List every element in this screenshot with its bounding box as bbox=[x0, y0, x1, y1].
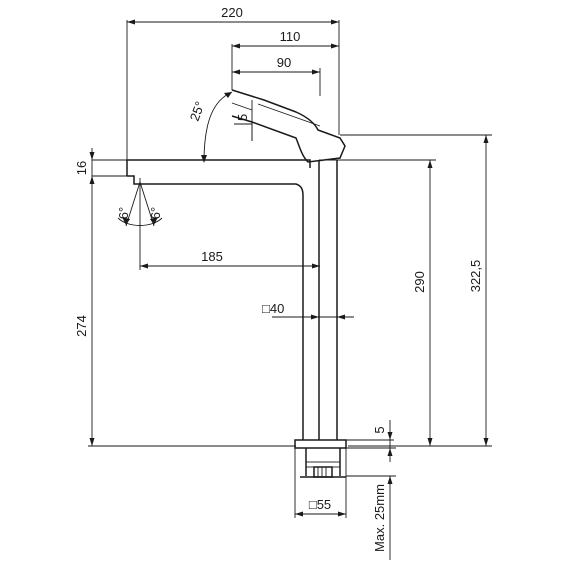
total-height-label: 322,5 bbox=[468, 260, 483, 293]
dimension-spout-thickness: 16 bbox=[74, 148, 127, 190]
dimension-max-deck: Max. 25mm bbox=[346, 447, 396, 560]
dimension-base-square: □55 bbox=[294, 448, 347, 518]
spout-thickness-label: 16 bbox=[74, 161, 89, 175]
handle-offset-label: 90 bbox=[277, 55, 291, 70]
spout bbox=[126, 159, 311, 440]
spout-reach-label: 185 bbox=[201, 249, 223, 264]
dimension-total-height: 322,5 bbox=[340, 134, 492, 447]
dimension-handle-offset: 90 bbox=[232, 55, 321, 96]
outlet-height-label: 274 bbox=[74, 315, 89, 337]
base-gap-label: 5 bbox=[372, 426, 387, 433]
max-deck-label: Max. 25mm bbox=[372, 484, 387, 552]
lever-handle bbox=[231, 89, 346, 163]
base-plate bbox=[294, 439, 347, 478]
dimension-body-square: □40 bbox=[262, 301, 354, 320]
body-square-label: □40 bbox=[262, 301, 284, 316]
faucet-body bbox=[318, 159, 340, 440]
dimension-handle-projection: 110 bbox=[231, 29, 339, 90]
dimension-spout-reach: 185 bbox=[139, 232, 320, 270]
swing-left-label: 6° bbox=[116, 207, 131, 219]
dimension-overall-projection: 220 bbox=[126, 5, 340, 160]
dimension-handle-angle: 25° bbox=[187, 91, 233, 163]
dimension-body-height: 290 bbox=[337, 159, 436, 447]
swing-right-label: 6° bbox=[148, 207, 163, 219]
dimension-base-gap: 5 bbox=[346, 420, 394, 462]
overall-projection-label: 220 bbox=[221, 5, 243, 20]
dimension-swing: 6° 6° bbox=[116, 178, 163, 232]
handle-projection-label: 110 bbox=[280, 29, 301, 44]
dimension-handle-gap: 5 bbox=[231, 100, 253, 141]
body-height-label: 290 bbox=[412, 271, 427, 293]
dimension-outlet-height: 274 bbox=[74, 190, 296, 447]
handle-angle-label: 25° bbox=[187, 99, 208, 123]
base-square-label: □55 bbox=[309, 497, 331, 512]
handle-gap-label: 5 bbox=[235, 114, 250, 121]
